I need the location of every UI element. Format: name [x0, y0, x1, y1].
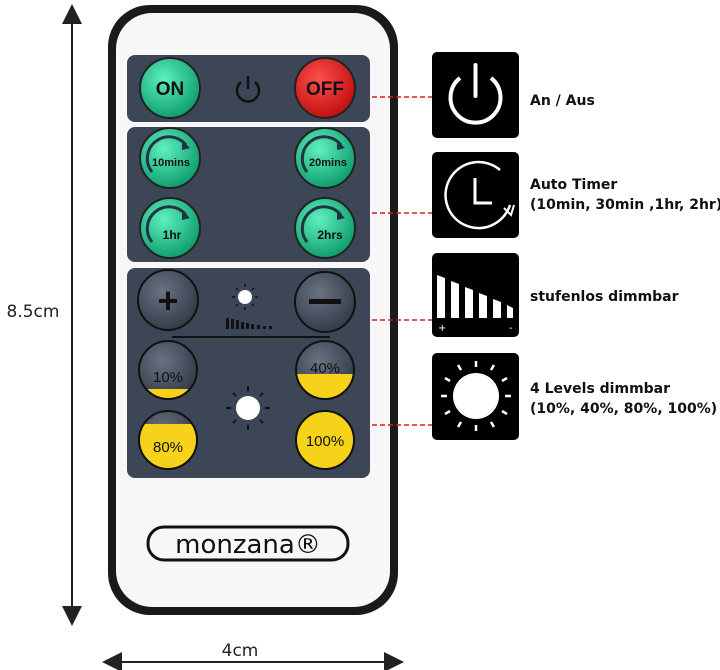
svg-text:An / Aus: An / Aus [530, 93, 595, 109]
svg-text:monzana®: monzana® [175, 530, 321, 560]
svg-text:2hrs: 2hrs [317, 228, 343, 242]
brand-logo: monzana® [146, 525, 350, 562]
height-dimension: 8.5cm [7, 3, 82, 626]
svg-text:10mins: 10mins [152, 157, 190, 169]
svg-text:(10%, 40%, 80%, 100%): (10%, 40%, 80%, 100%) [530, 401, 717, 417]
svg-text:Auto Timer: Auto Timer [530, 177, 617, 193]
feature-timer: Auto Timer (10min, 30min ,1hr, 2hr) [432, 152, 720, 238]
svg-text:+: + [157, 280, 178, 321]
svg-text:20mins: 20mins [309, 157, 347, 169]
feature-power: An / Aus [432, 52, 595, 138]
timer-1hr-button[interactable]: 1hr [139, 197, 201, 259]
svg-text:1hr: 1hr [163, 228, 182, 242]
svg-text:10%: 10% [153, 369, 183, 386]
clock-timer-icon [444, 160, 515, 230]
svg-text:ON: ON [156, 79, 185, 100]
height-label: 8.5cm [7, 302, 60, 322]
remote-control: ON OFF 10mins 20mins 1hr 2hrs [108, 5, 398, 615]
dimmer-bars-icon: + - [437, 275, 513, 334]
svg-text:OFF: OFF [306, 79, 344, 100]
level-40-button[interactable]: 40% [295, 340, 355, 404]
svg-text:80%: 80% [153, 439, 183, 456]
svg-text:-: - [509, 323, 513, 334]
dimmer-bars-icon [226, 318, 272, 329]
svg-text:4 Levels dimmbar: 4 Levels dimmbar [530, 381, 670, 397]
power-icon [448, 63, 503, 125]
timer-2hrs-button[interactable]: 2hrs [294, 197, 356, 259]
width-label: 4cm [222, 641, 259, 661]
brightness-down-button[interactable] [294, 271, 356, 333]
small-sun-icon [232, 284, 258, 310]
level-10-button[interactable]: 10% [138, 340, 198, 401]
large-sun-icon [226, 386, 270, 430]
feature-levels: 4 Levels dimmbar (10%, 40%, 80%, 100%) [432, 353, 717, 440]
svg-text:(10min, 30min ,1hr, 2hr): (10min, 30min ,1hr, 2hr) [530, 197, 720, 213]
on-button[interactable]: ON [139, 57, 201, 119]
svg-text:40%: 40% [310, 360, 340, 377]
level-80-button[interactable]: 80% [138, 410, 198, 474]
power-icon [235, 76, 261, 103]
svg-text:stufenlos dimmbar: stufenlos dimmbar [530, 289, 679, 305]
level-100-button[interactable]: 100% [295, 410, 355, 470]
width-dimension: 4cm [102, 641, 404, 670]
svg-text:100%: 100% [306, 433, 344, 450]
feature-dimming: + - stufenlos dimmbar [432, 253, 679, 337]
timer-20mins-button[interactable]: 20mins [294, 127, 356, 189]
sun-icon [441, 361, 511, 431]
svg-text:+: + [438, 323, 446, 334]
off-button[interactable]: OFF [294, 57, 356, 119]
brightness-up-button[interactable]: + [137, 269, 199, 331]
timer-10mins-button[interactable]: 10mins [139, 127, 201, 189]
